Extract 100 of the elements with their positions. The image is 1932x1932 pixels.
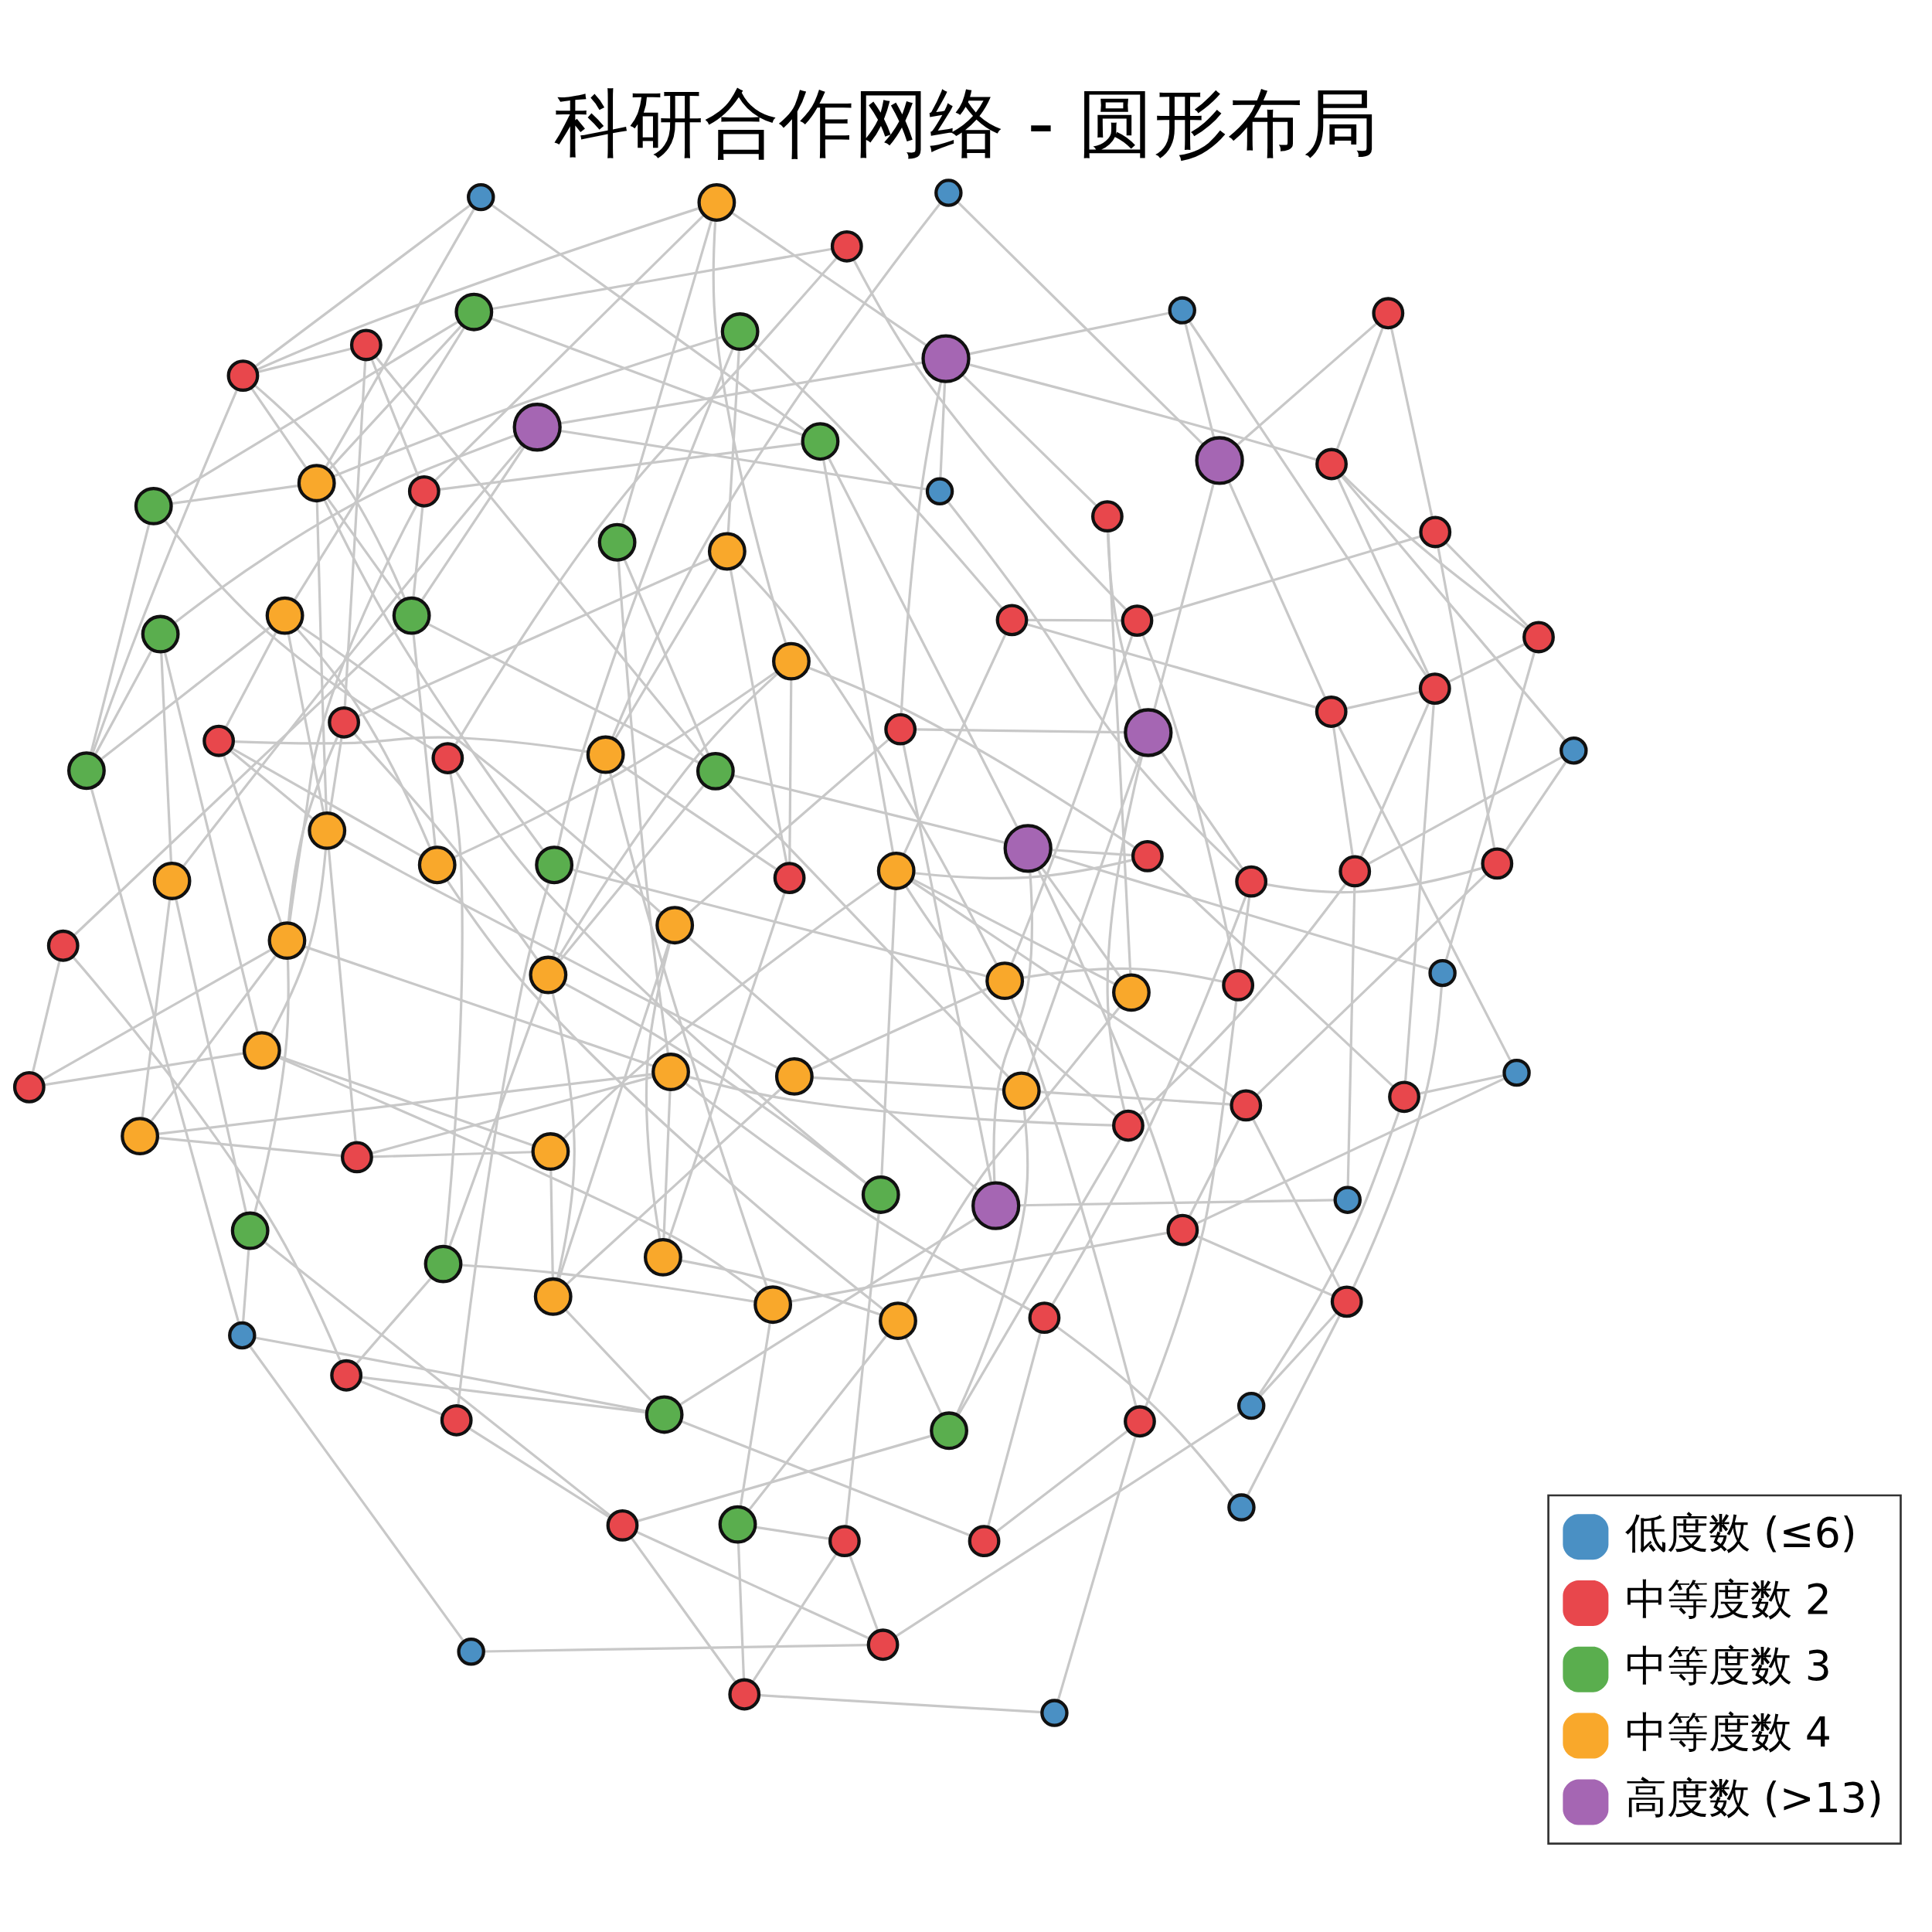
node-circle bbox=[1195, 435, 1244, 485]
node-circle bbox=[1124, 1404, 1156, 1437]
connector bbox=[564, 1308, 653, 1402]
connector bbox=[1227, 481, 1327, 699]
node-circle bbox=[753, 1284, 793, 1324]
connector bbox=[1335, 326, 1385, 451]
node-circle bbox=[1560, 736, 1588, 764]
connector bbox=[327, 848, 357, 1142]
node-circle bbox=[67, 750, 106, 790]
node-circle bbox=[392, 596, 431, 635]
connector bbox=[1196, 1077, 1505, 1225]
node-circle bbox=[921, 333, 971, 383]
node-circle bbox=[1112, 1109, 1145, 1141]
node-circle bbox=[1236, 1391, 1266, 1420]
node-circle bbox=[718, 1505, 757, 1544]
node-circle bbox=[121, 1116, 160, 1155]
connector bbox=[454, 770, 868, 1185]
connector bbox=[551, 992, 576, 1279]
node-circle bbox=[328, 706, 360, 739]
connector bbox=[328, 324, 463, 470]
node-circle bbox=[1168, 295, 1196, 325]
connector bbox=[254, 203, 471, 368]
connector bbox=[1196, 1234, 1334, 1297]
connector bbox=[667, 891, 786, 1240]
connector bbox=[1437, 546, 1496, 849]
connector bbox=[323, 498, 545, 852]
connector bbox=[956, 200, 1204, 445]
connector bbox=[608, 771, 768, 1287]
connector bbox=[182, 444, 523, 868]
connector bbox=[1359, 701, 1430, 858]
connector bbox=[231, 747, 423, 857]
connector bbox=[31, 960, 61, 1073]
node-circle bbox=[995, 603, 1029, 636]
node-circle bbox=[774, 1056, 814, 1096]
connector bbox=[685, 1081, 1032, 1311]
connector bbox=[328, 736, 343, 813]
connector bbox=[1010, 997, 1138, 1407]
connector bbox=[1188, 320, 1428, 677]
node-circle bbox=[644, 1237, 682, 1277]
node-circle bbox=[46, 929, 80, 962]
node-circle bbox=[876, 851, 916, 890]
node-circle bbox=[1235, 865, 1268, 898]
connector bbox=[1340, 474, 1567, 742]
connector bbox=[905, 1005, 1121, 1305]
connector bbox=[1257, 1110, 1401, 1396]
connector bbox=[248, 1344, 465, 1642]
connector bbox=[915, 727, 1125, 733]
connector bbox=[158, 1136, 342, 1157]
connector bbox=[902, 743, 993, 1183]
legend-label: 中等度数 2 bbox=[1624, 1574, 1832, 1624]
node-circle bbox=[1091, 499, 1124, 532]
connector bbox=[100, 625, 272, 760]
node-circle bbox=[267, 920, 307, 960]
connector bbox=[946, 500, 1242, 872]
node-circle bbox=[720, 311, 760, 351]
connector bbox=[357, 557, 712, 717]
node-circle bbox=[985, 961, 1025, 1000]
connector bbox=[1246, 1314, 1342, 1496]
connector bbox=[1036, 869, 1180, 1216]
connector bbox=[1251, 1117, 1342, 1289]
connector bbox=[729, 569, 788, 863]
connector bbox=[1444, 651, 1536, 961]
node-circle bbox=[772, 641, 811, 681]
connector bbox=[751, 1552, 838, 1682]
node-circle bbox=[1166, 1213, 1199, 1247]
connector bbox=[253, 383, 406, 600]
connector bbox=[752, 342, 1003, 609]
node-circle bbox=[134, 486, 173, 526]
connector bbox=[727, 783, 1011, 1079]
node-circle bbox=[879, 1301, 917, 1340]
connector bbox=[1022, 967, 1224, 983]
node-circle bbox=[1481, 846, 1514, 879]
connector bbox=[241, 1248, 250, 1322]
connector bbox=[293, 326, 466, 601]
connector bbox=[910, 879, 1235, 1098]
node-circle bbox=[1428, 958, 1457, 987]
connector bbox=[454, 256, 838, 746]
node-circle bbox=[228, 1321, 257, 1349]
connector bbox=[163, 651, 259, 1033]
connector bbox=[1265, 866, 1484, 893]
connector bbox=[263, 1240, 612, 1517]
connector bbox=[1447, 642, 1526, 683]
connector bbox=[621, 219, 713, 526]
node-circle bbox=[440, 1403, 473, 1437]
node-circle bbox=[1419, 515, 1452, 548]
node-circle bbox=[265, 596, 304, 634]
node-circle bbox=[529, 955, 568, 994]
connector bbox=[1056, 1434, 1138, 1701]
connector bbox=[278, 1056, 760, 1294]
connector bbox=[557, 941, 671, 1280]
node-circle bbox=[141, 614, 180, 653]
connector bbox=[1157, 865, 1394, 1087]
connector bbox=[250, 386, 308, 469]
connector bbox=[355, 1276, 433, 1365]
connector bbox=[955, 1108, 1029, 1415]
connector bbox=[679, 1216, 977, 1406]
connector bbox=[730, 211, 928, 346]
connector bbox=[444, 772, 464, 1246]
connector bbox=[849, 1554, 879, 1631]
node-circle bbox=[1112, 972, 1151, 1012]
